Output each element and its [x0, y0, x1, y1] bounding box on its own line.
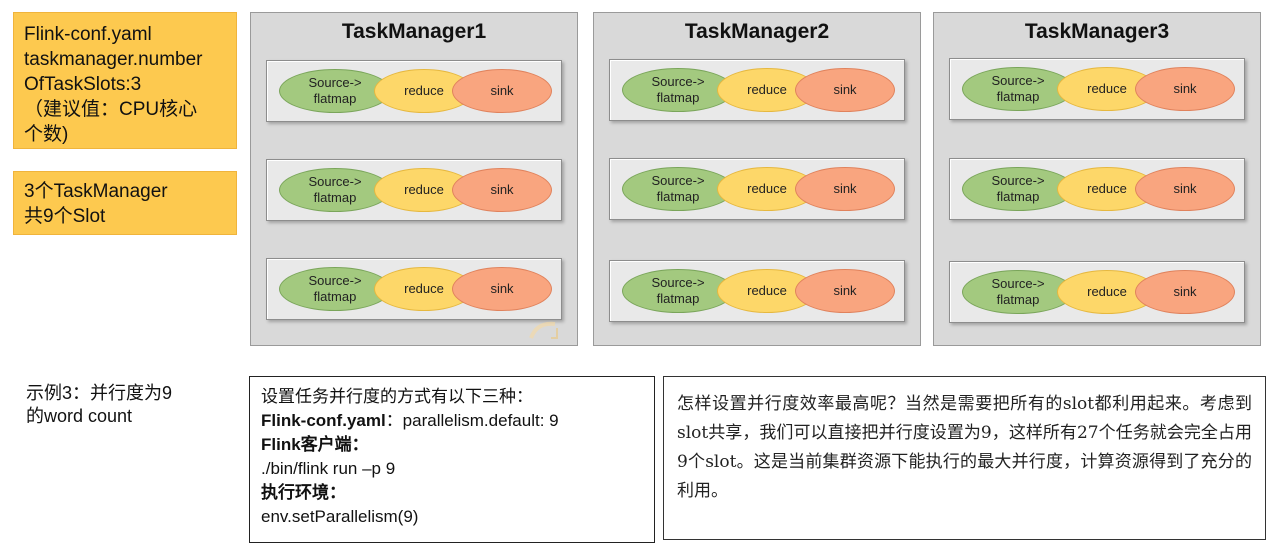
source-flatmap-task: Source->flatmap	[622, 269, 734, 313]
method-env-value: env.setParallelism(9)	[261, 507, 419, 526]
task-slot: Source->flatmap reduce sink	[266, 159, 562, 221]
task-manager-title: TaskManager1	[341, 20, 487, 43]
task-manager-1: TaskManager1 Source->flatmap reduce sink…	[250, 12, 578, 346]
method-client-value: ./bin/flink run –p 9	[261, 459, 396, 478]
config-note-line: taskmanager.number	[24, 49, 203, 70]
source-flatmap-task: Source->flatmap	[962, 167, 1074, 211]
sink-task: sink	[1135, 167, 1235, 211]
sink-task: sink	[795, 68, 895, 112]
task-slot: Source->flatmap reduce sink	[949, 158, 1245, 220]
source-flatmap-task: Source->flatmap	[622, 68, 734, 112]
config-note-line: OfTaskSlots:3	[24, 74, 142, 95]
methods-heading: 设置任务并行度的方式有以下三种：	[261, 387, 533, 406]
task-manager-title: TaskManager2	[684, 20, 830, 43]
task-slot: Source->flatmap reduce sink	[266, 60, 562, 122]
method-conf-label: Flink-conf.yaml	[261, 411, 386, 430]
sink-task: sink	[795, 269, 895, 313]
summary-note: 3个TaskManager 共9个Slot	[13, 171, 237, 235]
task-manager-2: TaskManager2 Source->flatmap reduce sink…	[593, 12, 921, 346]
example-label-line: 的word count	[26, 406, 133, 426]
config-note-line: Flink-conf.yaml	[24, 24, 152, 45]
example-label: 示例3：并行度为9 的word count	[26, 382, 172, 428]
config-note: Flink-conf.yaml taskmanager.number OfTas…	[13, 12, 237, 149]
config-note-line: （建议值：CPU核心	[24, 99, 198, 120]
method-env-label: 执行环境：	[261, 483, 346, 502]
summary-note-line: 共9个Slot	[24, 206, 106, 227]
task-manager-title: TaskManager3	[1024, 20, 1170, 43]
config-note-line: 个数)	[24, 124, 69, 145]
task-slot: Source->flatmap reduce sink	[609, 59, 905, 121]
summary-note-line: 3个TaskManager	[24, 181, 168, 202]
source-flatmap-task: Source->flatmap	[962, 270, 1074, 314]
sink-task: sink	[452, 69, 552, 113]
task-slot: Source->flatmap reduce sink	[949, 58, 1245, 120]
cursor-artifact-icon	[529, 321, 558, 339]
sink-task: sink	[1135, 270, 1235, 314]
source-flatmap-task: Source->flatmap	[622, 167, 734, 211]
explanation-text: 怎样设置并行度效率最高呢？当然是需要把所有的slot都利用起来。考虑到slot共…	[677, 394, 1252, 501]
task-slot: Source->flatmap reduce sink	[949, 261, 1245, 323]
sink-task: sink	[795, 167, 895, 211]
sink-task: sink	[452, 267, 552, 311]
method-client-label: Flink客户端：	[261, 435, 369, 454]
task-manager-3: TaskManager3 Source->flatmap reduce sink…	[933, 12, 1261, 346]
source-flatmap-task: Source->flatmap	[279, 168, 391, 212]
method-conf-value: ：parallelism.default: 9	[385, 411, 559, 430]
source-flatmap-task: Source->flatmap	[279, 69, 391, 113]
task-slot: Source->flatmap reduce sink	[266, 258, 562, 320]
parallelism-methods-box: 设置任务并行度的方式有以下三种： Flink-conf.yaml：paralle…	[249, 376, 655, 543]
source-flatmap-task: Source->flatmap	[962, 67, 1074, 111]
sink-task: sink	[1135, 67, 1235, 111]
explanation-box: 怎样设置并行度效率最高呢？当然是需要把所有的slot都利用起来。考虑到slot共…	[663, 376, 1266, 540]
task-slot: Source->flatmap reduce sink	[609, 260, 905, 322]
source-flatmap-task: Source->flatmap	[279, 267, 391, 311]
sink-task: sink	[452, 168, 552, 212]
example-label-line: 示例3：并行度为9	[26, 383, 173, 403]
task-slot: Source->flatmap reduce sink	[609, 158, 905, 220]
method-conf: Flink-conf.yaml：parallelism.default: 9	[261, 409, 643, 433]
